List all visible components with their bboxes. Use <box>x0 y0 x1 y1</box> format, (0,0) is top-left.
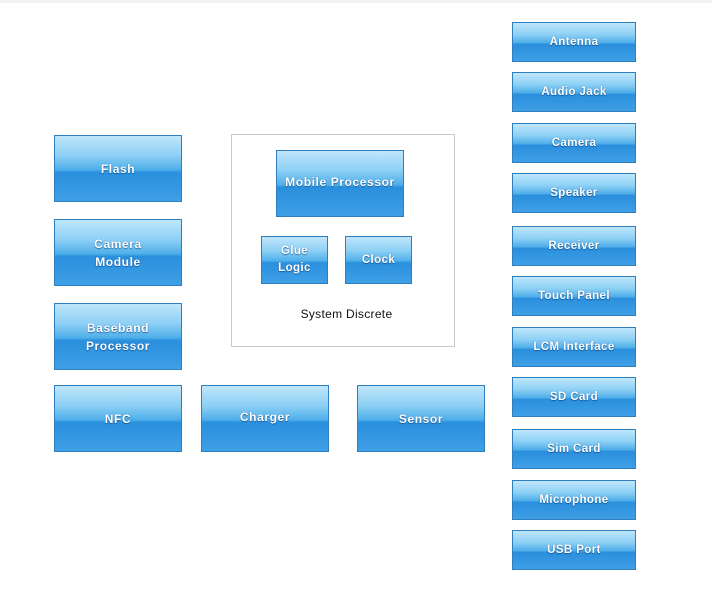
block-mobile-processor: Mobile Processor <box>276 150 404 217</box>
block-camera: Camera <box>512 123 636 163</box>
block-sensor: Sensor <box>357 385 485 452</box>
block-charger: Charger <box>201 385 329 452</box>
block-camera-module: Camera Module <box>54 219 182 286</box>
block-audio-jack: Audio Jack <box>512 72 636 112</box>
block-glue-logic: Glue Logic <box>261 236 328 284</box>
top-divider <box>0 0 712 3</box>
block-nfc: NFC <box>54 385 182 452</box>
block-clock: Clock <box>345 236 412 284</box>
block-sim-card: Sim Card <box>512 429 636 469</box>
block-sd-card: SD Card <box>512 377 636 417</box>
block-baseband-processor: Baseband Processor <box>54 303 182 370</box>
block-lcm-interface: LCM Interface <box>512 327 636 367</box>
system-discrete-label: System Discrete <box>300 307 393 321</box>
block-usb-port: USB Port <box>512 530 636 570</box>
block-microphone: Microphone <box>512 480 636 520</box>
block-receiver: Receiver <box>512 226 636 266</box>
block-touch-panel: Touch Panel <box>512 276 636 316</box>
block-flash: Flash <box>54 135 182 202</box>
block-antenna: Antenna <box>512 22 636 62</box>
block-speaker: Speaker <box>512 173 636 213</box>
